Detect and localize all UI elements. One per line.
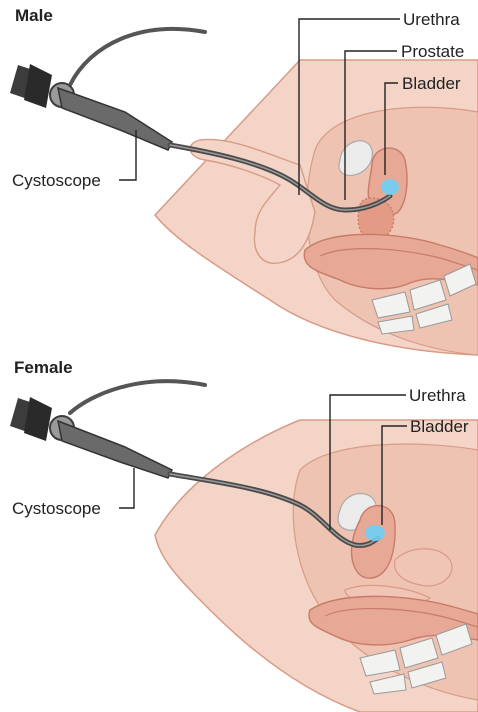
- female-scope-cable: [70, 381, 205, 413]
- male-panel: Male Urethra Prostate Bladder Cystoscope: [10, 6, 478, 355]
- male-irrigation-fluid: [381, 179, 399, 195]
- male-pelvis-icon: [155, 60, 478, 355]
- male-prostate-label: Prostate: [401, 42, 464, 61]
- male-cystoscope-leader: [119, 130, 136, 180]
- male-scope-cable: [70, 29, 205, 85]
- male-scope-body: [58, 88, 172, 150]
- female-pelvis-icon: [155, 420, 478, 712]
- male-cystoscope-label: Cystoscope: [12, 171, 101, 190]
- female-cystoscope-leader: [119, 468, 134, 508]
- female-irrigation-fluid: [365, 525, 385, 541]
- male-urethra-label: Urethra: [403, 10, 460, 29]
- female-scope-body: [58, 421, 172, 478]
- female-heading: Female: [14, 358, 73, 377]
- female-urethra-label: Urethra: [409, 386, 466, 405]
- female-panel: Female Urethra Bladder Cystoscope: [10, 358, 478, 712]
- female-bladder-label: Bladder: [410, 417, 469, 436]
- male-heading: Male: [15, 6, 53, 25]
- female-cystoscope-label: Cystoscope: [12, 499, 101, 518]
- male-bladder-label: Bladder: [402, 74, 461, 93]
